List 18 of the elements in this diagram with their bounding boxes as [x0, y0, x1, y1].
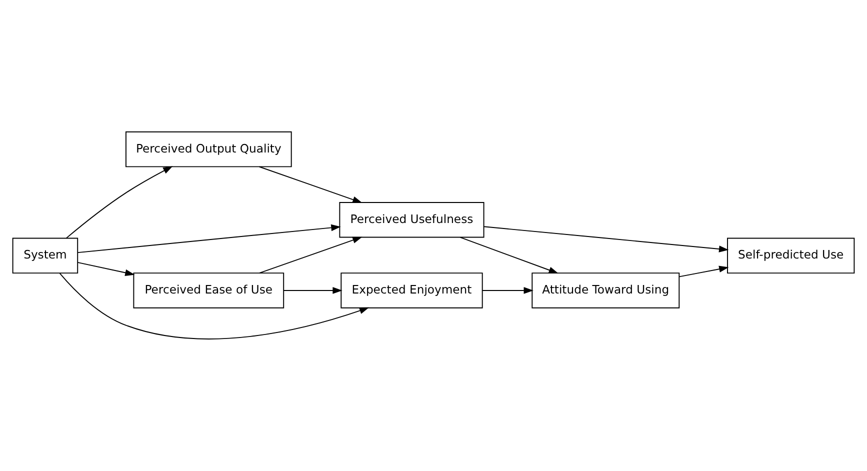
arrow: [77, 262, 135, 276]
arrow: [482, 287, 534, 294]
arrow: [258, 236, 362, 274]
arrow: [77, 224, 341, 254]
node-box: Self-predicted Use: [727, 238, 855, 274]
node-box: Perceived Output Quality: [125, 131, 292, 168]
node-box: System: [12, 238, 78, 274]
node-box: Expected Enjoyment: [340, 272, 483, 308]
arrow: [678, 266, 729, 278]
arrow: [258, 166, 362, 203]
node-box: Perceived Ease of Use: [133, 272, 284, 308]
arrow: [59, 272, 370, 340]
arrow: [66, 166, 173, 239]
arrow: [484, 226, 729, 252]
node-box: Perceived Usefulness: [339, 202, 484, 238]
arrow: [283, 287, 342, 294]
node-box: Attitude Toward Using: [532, 272, 680, 308]
arrow: [460, 236, 558, 274]
